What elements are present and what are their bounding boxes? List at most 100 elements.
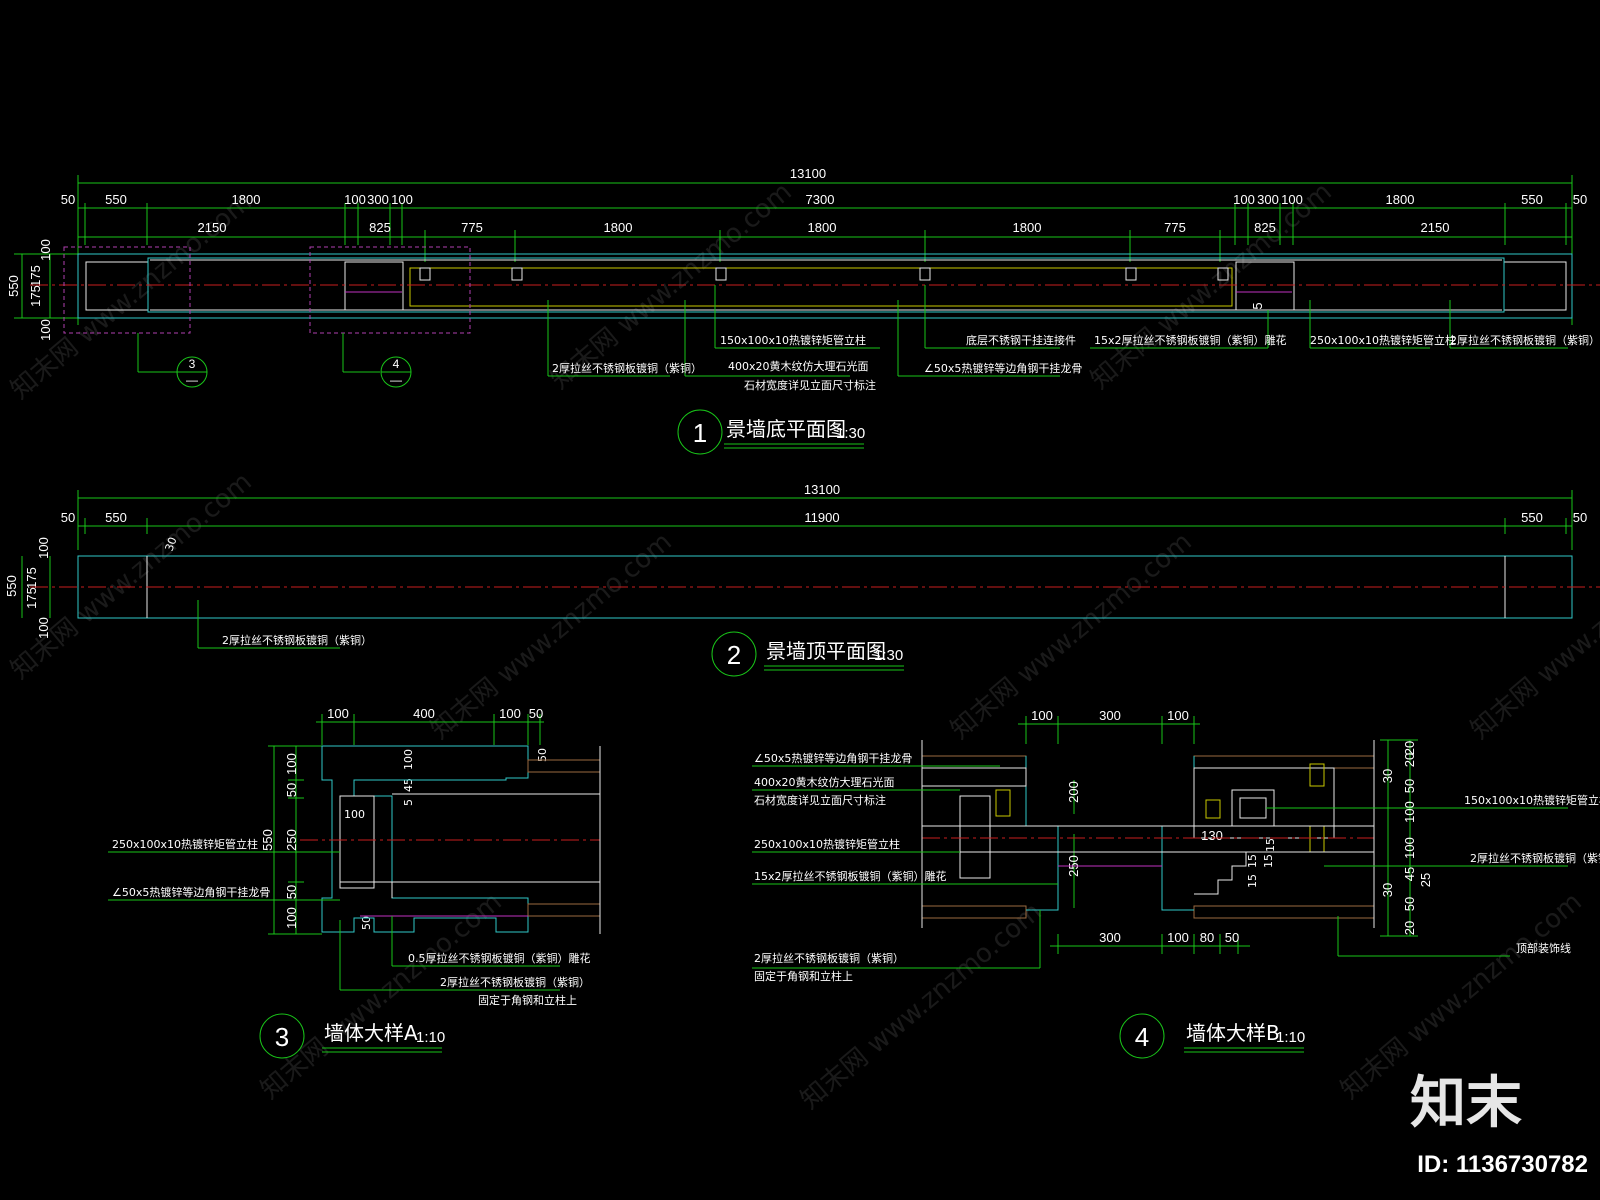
detailB-right-dim: 100 [1402, 837, 1417, 859]
plan2-left-dim: 175 [24, 567, 39, 589]
detail-bubble-4[interactable]: 4 — [380, 356, 412, 388]
plan1-dim: 550 [105, 192, 127, 207]
watermark-text: 知末网 www.znzmo.com [945, 527, 1197, 746]
plan2-left-total: 550 [4, 575, 19, 597]
detailB-right-dim: 20 [1402, 753, 1417, 767]
detail-bubble-3[interactable]: 3 — [176, 356, 208, 388]
plan2-left-dim: 100 [36, 617, 51, 639]
plan1-dim: 775 [1164, 220, 1186, 235]
detailA-inner-dim: 100 [344, 808, 365, 821]
detailB-right-dim: 25 [1418, 873, 1433, 887]
detailB-right-dim: 50 [1402, 779, 1417, 793]
detailB-callout: 固定于角钢和立柱上 [754, 969, 853, 983]
plan1-callout: 2厚拉丝不锈钢板镀铜（紫铜） [552, 361, 702, 375]
plan1-dim: 825 [1254, 220, 1276, 235]
watermark-text: 知末网 www.znzmo.com [795, 897, 1047, 1116]
detailB-inner-dim: 15 [1264, 838, 1277, 852]
detailB-dimension-lines [1018, 716, 1418, 954]
detailA-title: 3 墙体大样A 1:10 [259, 1013, 445, 1059]
detailA-callout: 固定于角钢和立柱上 [478, 993, 577, 1007]
detailB-callout: 400x20黄木纹仿大理石光面 [754, 775, 895, 789]
detailA-inner-dim: 45 [402, 778, 415, 792]
detailB-callout: ∠50x5热镀锌等边角钢干挂龙骨 [754, 751, 912, 765]
plan2-title: 2 景墙顶平面图 1:30 [711, 631, 904, 677]
detailA-left-dim: 100 [284, 907, 299, 929]
plan2-callout: 2厚拉丝不锈钢板镀铜（紫铜） [222, 633, 372, 647]
plan2-dim: 50 [61, 510, 75, 525]
detailB-dim: 300 [1099, 708, 1121, 723]
plan1-dim: 550 [1521, 192, 1543, 207]
detailB-section [921, 740, 1375, 928]
plan1-callout: 石材宽度详见立面尺寸标注 [744, 378, 876, 392]
plan2-wall-outline [30, 555, 1600, 649]
detailB-callout-text: ∠50x5热镀锌等边角钢干挂龙骨 400x20黄木纹仿大理石光面 石材宽度详见立… [754, 751, 1600, 983]
detailA-dim: 100 [499, 706, 521, 721]
plan2-dimension-text: 13100 50 550 11900 550 50 100 175 175 10… [4, 482, 1587, 639]
plan1-detail-boxes [63, 246, 471, 334]
detailB-inner-dim: 130 [1201, 828, 1223, 843]
detailA-dim: 100 [327, 706, 349, 721]
plan1-posts [419, 267, 1229, 281]
detailB-right-dim: 45 [1402, 867, 1417, 881]
watermark-text: 知末网 www.znzmo.com [425, 527, 677, 746]
plan1-left-dim: 175 [28, 285, 43, 307]
plan1-callout: 150x100x10热镀锌矩管立柱 [720, 333, 866, 347]
plan1-callout: 2厚拉丝不锈钢板镀铜（紫铜） [1450, 333, 1600, 347]
image-id-label: ID: 1136730782 [1417, 1151, 1588, 1178]
plan1-dim: 100 [344, 192, 366, 207]
plan1-dim: 7300 [806, 192, 835, 207]
plan1-title-text: 景墙底平面图 [726, 417, 846, 441]
detailB-callout: 石材宽度详见立面尺寸标注 [754, 793, 886, 807]
detailA-callout-leaders [108, 851, 560, 991]
plan2-title-text: 景墙顶平面图 [766, 639, 886, 663]
plan1-callout-leaders [137, 285, 1568, 377]
bubble-4-sheet: — [390, 373, 402, 387]
plan1-dimension-lines [14, 175, 1573, 325]
plan1-dim: 1800 [1013, 220, 1042, 235]
detailB-callout: 150x100x10热镀锌矩管立柱 [1464, 793, 1600, 807]
detailA-dimension-text: 100 400 100 50 100 50 250 50 100 550 100… [260, 706, 549, 930]
plan1-callout: 15x2厚拉丝不锈钢板镀铜（紫铜）雕花 [1094, 333, 1287, 347]
detailB-inner-dim: 15 [1246, 854, 1259, 868]
plan2-dim: 50 [1573, 510, 1587, 525]
detailA-inner-dim: 50 [536, 748, 549, 762]
detailB-dim: 100 [1167, 708, 1189, 723]
detailB-right-dim: 20 [1402, 741, 1417, 755]
plan1-callout: 250x100x10热镀锌矩管立柱 [1310, 333, 1456, 347]
watermark-text: 知末网 www.znzmo.com [1465, 527, 1600, 746]
watermark-text: 知末网 www.znzmo.com [1085, 177, 1337, 396]
detailB-callout: 2厚拉丝不锈钢板镀铜（紫铜） [1470, 851, 1600, 865]
detailA-left-total: 550 [260, 829, 275, 851]
plan1-dim: 300 [367, 192, 389, 207]
detailB-right-dim: 50 [1402, 897, 1417, 911]
plan1-title-number: 1 [693, 418, 707, 448]
plan2-dimension-lines [21, 490, 1573, 618]
detailA-section [300, 745, 601, 934]
plan2-small-dim: 30 [163, 535, 180, 553]
plan1-dim: 1800 [808, 220, 837, 235]
bubble-3-sheet: — [186, 373, 198, 387]
plan2-left-dim: 100 [36, 537, 51, 559]
plan1-wall-outline [30, 253, 1600, 319]
detailB-inner-dim: 15 [1246, 874, 1259, 888]
detailB-title-number: 4 [1135, 1022, 1149, 1052]
detailA-title-text: 墙体大样A [324, 1021, 418, 1045]
detailB-title: 4 墙体大样B 1:10 [1119, 1013, 1305, 1059]
detailA-callout: ∠50x5热镀锌等边角钢干挂龙骨 [112, 885, 270, 899]
detailB-dim: 300 [1099, 930, 1121, 945]
plan2-title-number: 2 [727, 640, 741, 670]
detailB-right-dim: 30 [1380, 769, 1395, 783]
detailB-dim: 80 [1200, 930, 1214, 945]
plan1-dim: 1800 [1386, 192, 1415, 207]
detailA-callout: 250x100x10热镀锌矩管立柱 [112, 837, 258, 851]
plan1-dimension-text: 13100 50 550 1800 100 300 100 7300 100 3… [6, 166, 1587, 341]
plan1-overall-dim: 13100 [790, 166, 826, 181]
detailA-inner-dim: 5 [402, 799, 415, 806]
detailB-right-dim: 20 [1402, 921, 1417, 935]
plan1-left-dim: 100 [38, 239, 53, 261]
detailA-inner-dim: 50 [360, 916, 373, 930]
detailB-callout: 250x100x10热镀锌矩管立柱 [754, 837, 900, 851]
plan1-left-dim: 175 [28, 265, 43, 287]
detailB-callout: 2厚拉丝不锈钢板镀铜（紫铜） [754, 951, 904, 965]
detailA-title-number: 3 [275, 1022, 289, 1052]
